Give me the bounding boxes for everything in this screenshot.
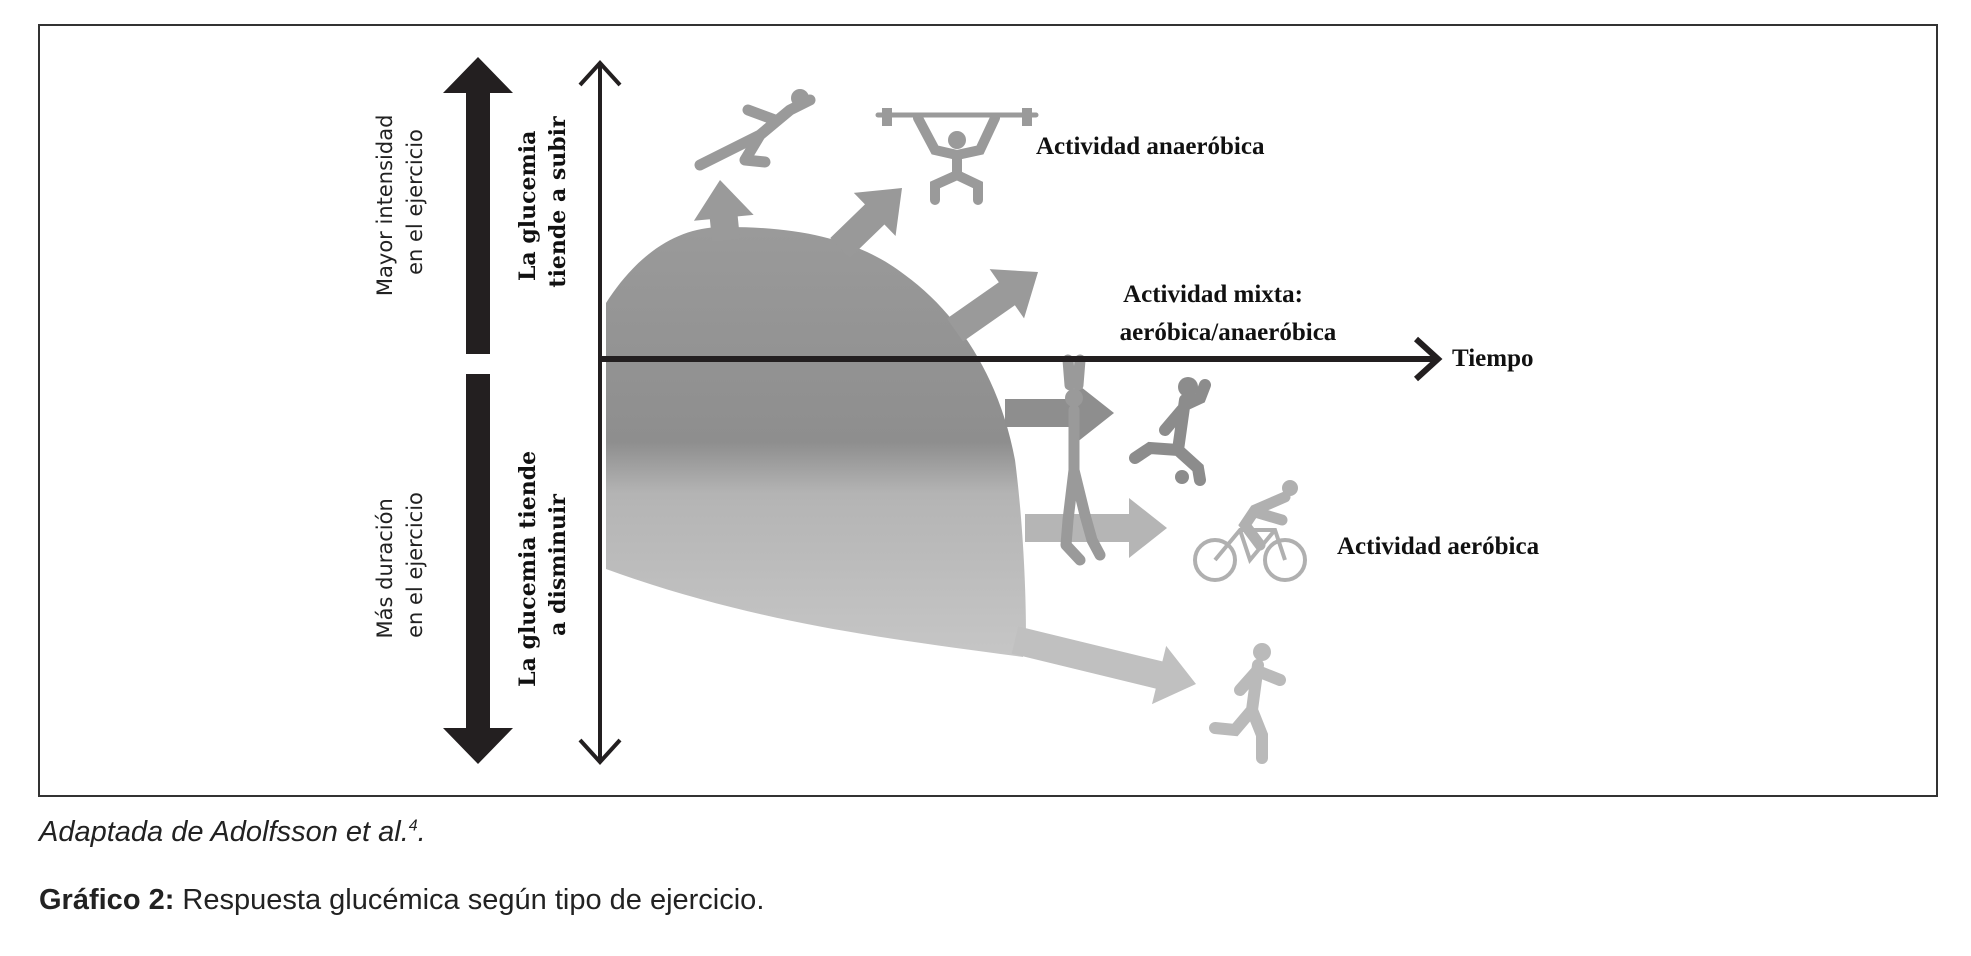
figure-label: Gráfico 2: bbox=[39, 884, 175, 916]
block-arrow-3 bbox=[946, 269, 1038, 342]
figure-title: Respuesta glucémica según tipo de ejerci… bbox=[174, 884, 765, 916]
goalkeeper-icon bbox=[1060, 354, 1106, 566]
block-arrow-4 bbox=[1005, 383, 1114, 443]
block-arrow-5 bbox=[1025, 498, 1167, 558]
source-end: . bbox=[417, 816, 426, 848]
source-ref: 4 bbox=[408, 817, 418, 835]
source-caption: Adaptada de Adolfsson et al.4. bbox=[39, 816, 426, 849]
soccer-player-icon bbox=[1129, 377, 1211, 486]
mixed-label-line1: Actividad mixta: bbox=[1123, 281, 1303, 308]
jogger-icon bbox=[1209, 643, 1286, 764]
block-arrow-6 bbox=[1011, 626, 1196, 705]
duration-label: Más duración en el ejercicio bbox=[373, 492, 427, 639]
intensity-label: Mayor intensidad en el ejercicio bbox=[373, 108, 427, 296]
time-axis bbox=[600, 336, 1443, 382]
glucose-rises-label: La glucemia tiende a subir bbox=[515, 116, 571, 288]
intensity-duration-arrow bbox=[443, 57, 513, 764]
block-arrow-1 bbox=[693, 180, 754, 242]
anaerobic-label: Actividad anaeróbica bbox=[1036, 133, 1265, 160]
aerobic-label: Actividad aeróbica bbox=[1337, 533, 1540, 560]
block-arrow-2 bbox=[830, 188, 902, 259]
source-text: Adaptada de Adolfsson et al. bbox=[39, 816, 409, 848]
glucose-response-dome bbox=[606, 226, 1026, 657]
cyclist-icon bbox=[1193, 480, 1307, 582]
time-axis-label: Tiempo bbox=[1452, 345, 1534, 372]
sprinter-icon bbox=[694, 89, 816, 171]
activity-arrows bbox=[693, 180, 1196, 705]
glucose-axis bbox=[578, 60, 622, 765]
glucose-falls-label: La glucemia tiende a disminuir bbox=[515, 443, 571, 687]
figure-caption: Gráfico 2: Respuesta glucémica según tip… bbox=[39, 884, 764, 917]
mixed-label-line2: aeróbica/anaeróbica bbox=[1120, 319, 1337, 346]
weightlifter-icon bbox=[875, 108, 1039, 205]
